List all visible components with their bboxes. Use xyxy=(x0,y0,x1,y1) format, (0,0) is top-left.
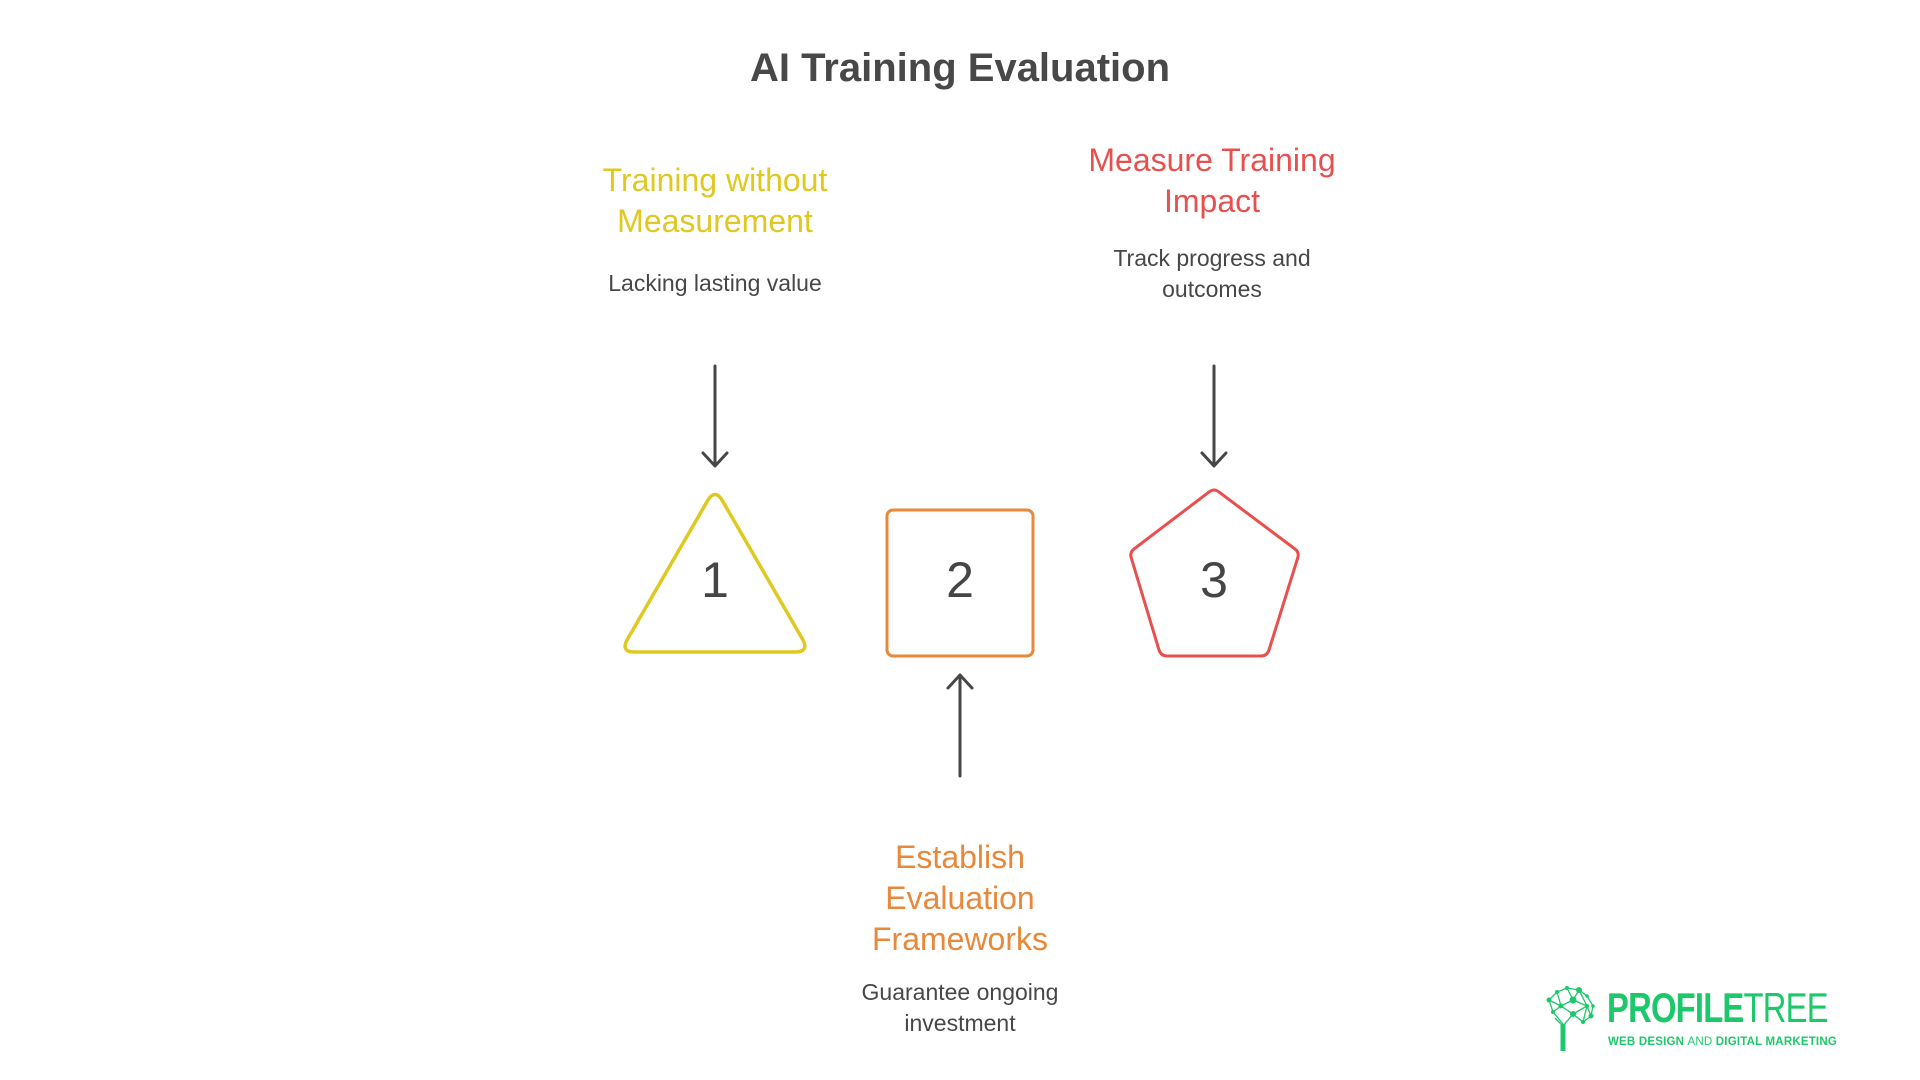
step-1-description: Lacking lasting value xyxy=(608,270,822,296)
step-3-label: Measure Training Impact xyxy=(1088,142,1336,219)
step-1-number: 1 xyxy=(701,552,729,608)
profiletree-logo: PROFILETREE WEB DESIGN AND DIGITAL MARKE… xyxy=(1543,984,1843,1054)
logo-tagline-1: WEB DESIGN xyxy=(1608,1036,1688,1048)
tree-network-icon xyxy=(1546,986,1595,1051)
step-3-number: 3 xyxy=(1200,552,1228,608)
pentagon-shape xyxy=(1129,488,1300,658)
step-2-description: Guarantee ongoing investment xyxy=(861,979,1059,1036)
step-2-number: 2 xyxy=(946,552,974,608)
logo-word-thin: TREE xyxy=(1743,984,1829,1031)
step-3-description: Track progress and outcomes xyxy=(1113,245,1311,302)
square-shape xyxy=(885,508,1035,658)
logo-tagline-3: DIGITAL MARKETING xyxy=(1712,1036,1837,1048)
page-title: AI Training Evaluation xyxy=(749,46,1171,90)
down-arrow-icon xyxy=(701,364,729,468)
down-arrow-icon xyxy=(1200,364,1228,468)
logo-word-bold: PROFILE xyxy=(1607,984,1744,1031)
step-1-label: Training without Measurement xyxy=(602,162,828,239)
up-arrow-icon xyxy=(946,673,974,778)
step-2-label: Establish Evaluation Frameworks xyxy=(871,839,1048,957)
logo-tagline-2: AND xyxy=(1687,1036,1713,1048)
triangle-shape xyxy=(623,492,807,654)
